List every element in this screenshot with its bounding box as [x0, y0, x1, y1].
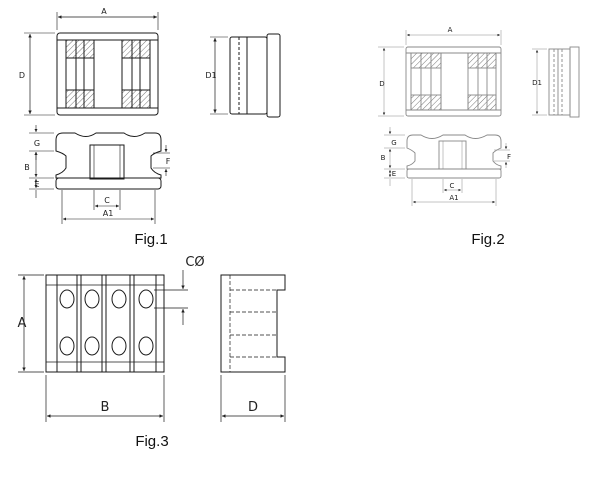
fig2-label-g: G — [391, 139, 396, 147]
fig2-label-a: A — [448, 26, 453, 34]
fig2-label-a1: A1 — [449, 194, 458, 202]
fig1-label-b: B — [24, 163, 30, 172]
fig1-label-c: C — [104, 196, 110, 205]
fig3-top-view — [45, 274, 165, 373]
fig3-label-c-phi: CØ — [185, 255, 204, 270]
fig2-top-view — [405, 46, 502, 117]
dimension-labels: A D D1 G B E F C A1 A D D1 G B E F C A1 … — [18, 7, 542, 450]
fig1-dim-a — [56, 12, 159, 30]
fig2-dim-d — [378, 46, 404, 117]
fig1 — [24, 12, 281, 224]
fig1-front-dims — [29, 125, 170, 224]
fig1-dim-d — [24, 32, 55, 116]
fig3-dim-b — [45, 375, 165, 422]
fig3-label-d: D — [248, 400, 258, 415]
fig1-label-f: F — [166, 157, 171, 166]
fig2 — [378, 30, 580, 206]
fig1-caption: Fig.1 — [134, 231, 167, 248]
fig2-label-f: F — [507, 153, 511, 161]
fig1-dim-d1 — [210, 36, 228, 115]
fig3-dim-c — [154, 270, 188, 325]
fig2-label-e: E — [392, 170, 396, 178]
fig1-label-a1: A1 — [103, 209, 114, 218]
fig2-side-view — [548, 46, 580, 118]
fig1-front-view — [55, 132, 162, 190]
fig2-label-b: B — [381, 154, 386, 162]
fig1-label-a: A — [101, 7, 107, 16]
fig2-dim-a — [405, 30, 502, 45]
fig3-dim-d — [220, 375, 286, 422]
fig3 — [18, 270, 286, 422]
fig1-side-view — [229, 33, 281, 118]
fig3-side-view — [220, 274, 286, 373]
fig3-dim-a — [18, 274, 44, 373]
fig1-top-view — [56, 32, 159, 116]
fig2-front-dims — [384, 127, 510, 206]
fig2-caption: Fig.2 — [471, 231, 504, 248]
fig1-label-d1: D1 — [205, 71, 216, 80]
fig2-front-view — [406, 134, 502, 179]
fig2-label-d1: D1 — [532, 79, 542, 87]
fig3-caption: Fig.3 — [135, 433, 168, 450]
fig1-label-g: G — [34, 139, 40, 148]
fig3-label-a: A — [18, 316, 27, 331]
fig2-dim-d1 — [532, 48, 547, 116]
fig2-label-d: D — [379, 80, 384, 88]
fig1-label-d: D — [19, 71, 25, 80]
fig1-label-e: E — [34, 180, 39, 189]
fig2-label-c: C — [450, 182, 455, 190]
fig3-label-b: B — [101, 400, 110, 415]
